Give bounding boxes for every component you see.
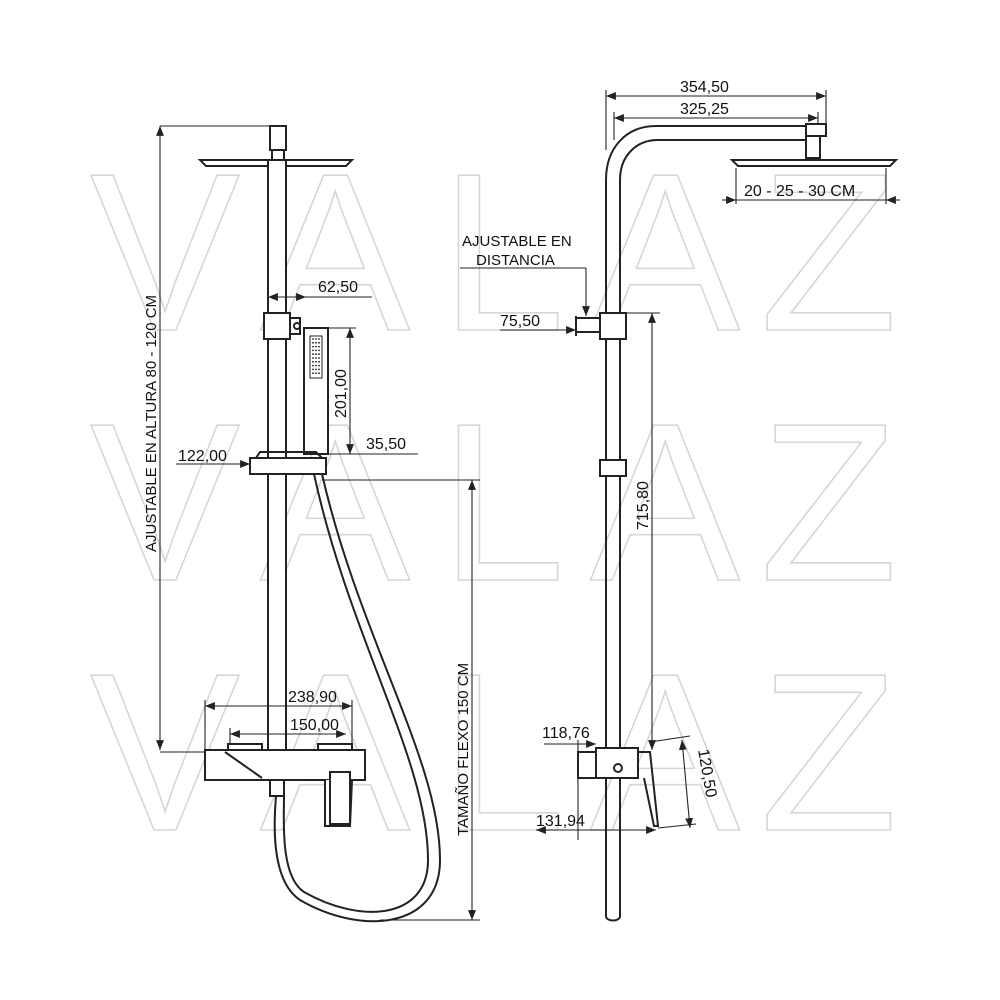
watermark-letter: V xyxy=(90,376,240,628)
dimension-75-50: 75,50 xyxy=(500,313,540,330)
height-adjust-label: AJUSTABLE EN ALTURA 80 - 120 CM xyxy=(143,295,160,552)
nozzle-dot xyxy=(318,345,320,348)
nozzle-dot xyxy=(315,372,317,375)
nozzle-dot xyxy=(312,372,314,375)
nozzle-dot xyxy=(315,345,317,348)
watermark: V A L A Z V A L A Z V A L A Z xyxy=(89,125,898,879)
watermark-row-1: V A L A Z xyxy=(89,125,898,379)
mixer-valve xyxy=(204,743,366,827)
side-riser-pipe xyxy=(605,125,812,916)
nozzle-dot xyxy=(312,345,314,348)
watermark-letter: A xyxy=(590,376,740,628)
head-size-label: 20 - 25 - 30 CM xyxy=(744,183,855,200)
dimension-150-00: 150,00 xyxy=(290,717,339,734)
watermark-letter: L xyxy=(440,626,565,878)
nozzle-dot xyxy=(315,338,317,340)
watermark-row-2: V A L A Z xyxy=(89,375,898,629)
side-holder xyxy=(575,312,627,340)
nozzle-dot xyxy=(315,360,317,363)
nozzle-dot xyxy=(318,372,320,375)
nozzle-dot xyxy=(318,341,320,344)
nozzle-dot xyxy=(312,357,314,359)
side-slider xyxy=(599,459,627,477)
hose-length-label: TAMAÑO FLEXO 150 CM xyxy=(455,663,472,836)
nozzle-dot xyxy=(312,368,314,371)
front-view: AJUSTABLE EN ALTURA 80 - 120 CM TAMAÑO F… xyxy=(143,125,480,923)
nozzle-dot xyxy=(318,353,320,356)
dimension-62-50: 62,50 xyxy=(318,279,358,296)
watermark-letter: L xyxy=(440,376,565,628)
front-dimensions xyxy=(156,125,480,921)
nozzle-dot xyxy=(315,357,317,359)
dimension-118-76: 118,76 xyxy=(542,725,590,742)
distance-label-line-2: DISTANCIA xyxy=(476,252,555,269)
nozzle-dot xyxy=(312,353,314,356)
shower-arm-end xyxy=(805,123,827,137)
shower-hose-inner xyxy=(282,473,430,913)
dimension-131-94: 131,94 xyxy=(536,813,585,830)
dimension-122-00: 122,00 xyxy=(178,448,227,465)
nozzle-dot xyxy=(318,349,320,352)
nozzle-dot xyxy=(318,368,320,371)
shower-hose xyxy=(273,473,442,923)
nozzle-dot xyxy=(318,338,320,340)
nozzle-dot xyxy=(315,353,317,356)
dimension-325-25: 325,25 xyxy=(680,101,729,118)
hand-shower-holder xyxy=(263,312,301,340)
distance-label-line-1: AJUSTABLE EN xyxy=(462,233,572,250)
dimension-354-50: 354,50 xyxy=(680,79,729,96)
nozzle-dot xyxy=(312,349,314,352)
nozzle-dot xyxy=(312,360,314,363)
nozzle-dot xyxy=(315,364,317,367)
dimension-715-80: 715,80 xyxy=(635,481,652,530)
dimension-201-00: 201,00 xyxy=(333,369,350,418)
watermark-letter: Z xyxy=(760,626,897,878)
nozzle-dot xyxy=(315,341,317,344)
nozzle-dot xyxy=(318,364,320,367)
watermark-letter: L xyxy=(440,126,565,378)
side-view: 354,50 325,25 20 - 25 - 30 CM AJUSTABLE … xyxy=(460,79,900,922)
side-dimensions xyxy=(460,90,900,840)
watermark-letter: Z xyxy=(760,376,897,628)
nozzle-dot xyxy=(315,349,317,352)
nozzle-dot xyxy=(312,364,314,367)
side-mixer xyxy=(577,747,660,827)
nozzle-dot xyxy=(318,357,320,359)
watermark-letter: A xyxy=(590,126,740,378)
nozzle-dot xyxy=(315,368,317,371)
watermark-letter: V xyxy=(90,126,240,378)
dimension-35-50: 35,50 xyxy=(366,436,406,453)
riser-pipe xyxy=(267,159,287,754)
dimension-238-90: 238,90 xyxy=(288,689,337,706)
shelf xyxy=(249,451,327,475)
nozzle-dot xyxy=(312,341,314,344)
side-shower-head xyxy=(729,135,899,167)
nozzle-grid xyxy=(309,335,323,379)
hand-shower xyxy=(303,327,329,455)
watermark-letter: Z xyxy=(760,126,897,378)
nozzle-dot xyxy=(312,338,314,340)
nozzle-dot xyxy=(318,360,320,363)
